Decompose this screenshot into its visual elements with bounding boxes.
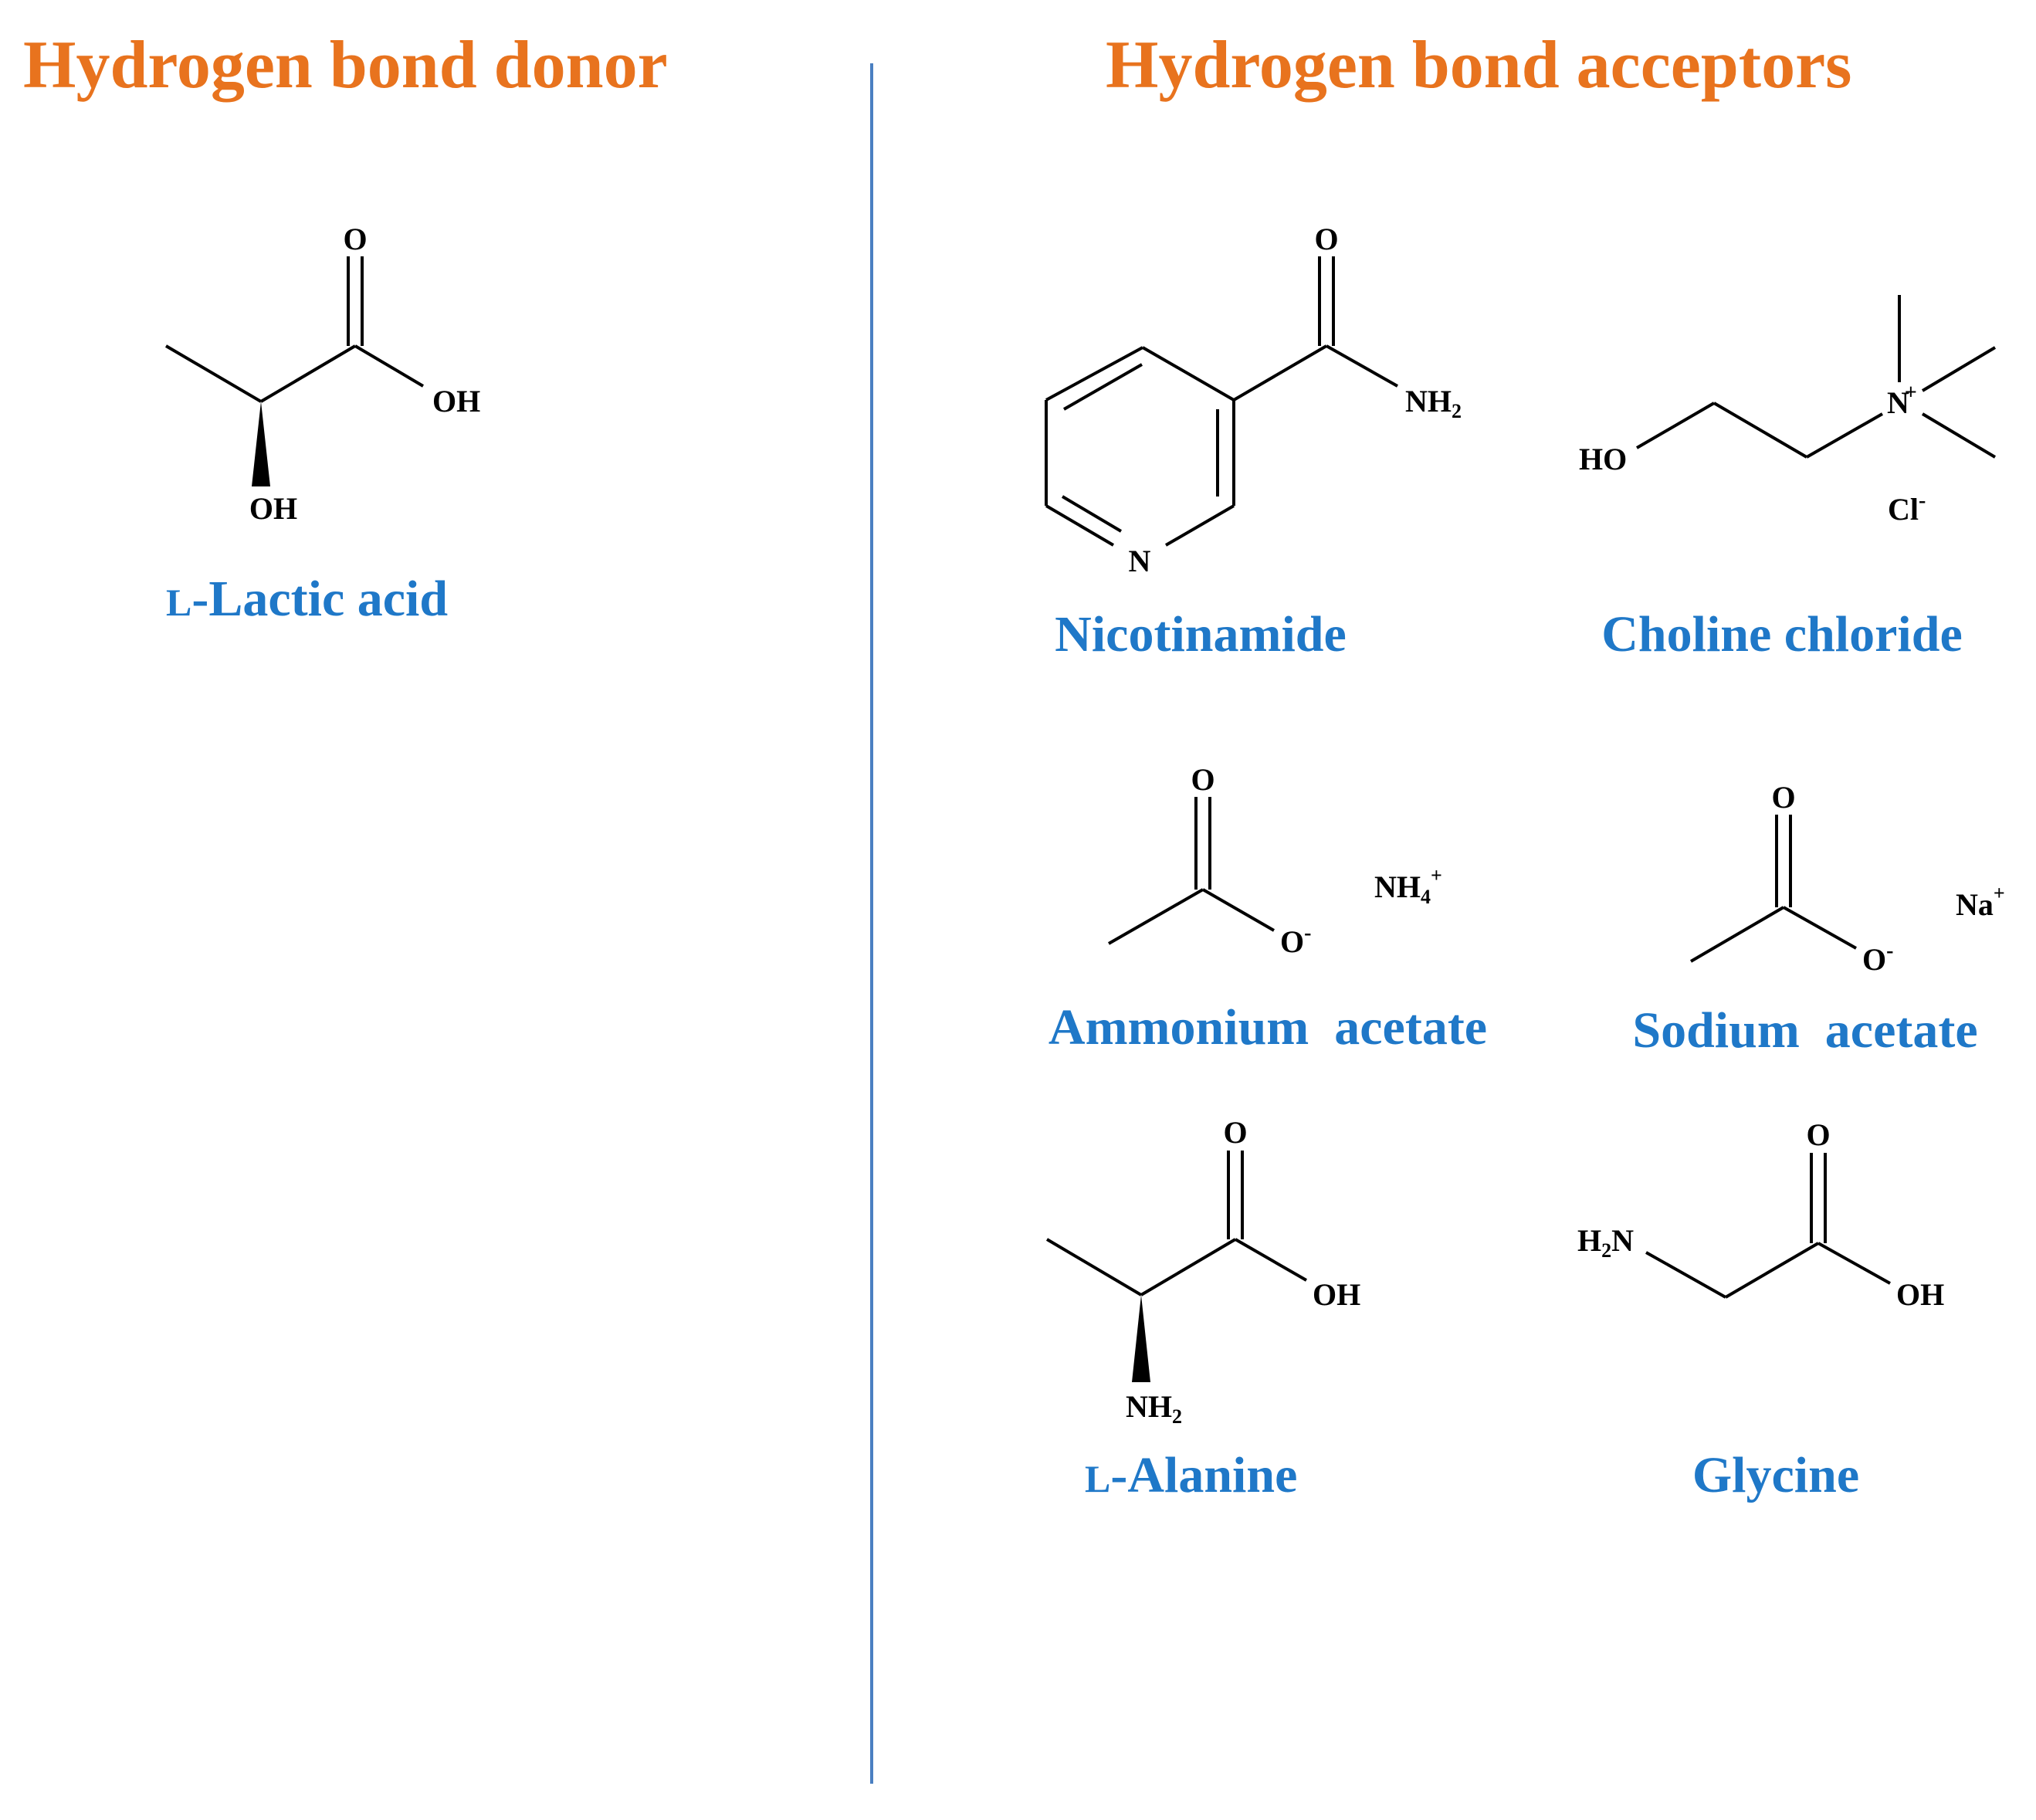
choline-n-label: N <box>1887 385 1909 420</box>
nic-ring-bond <box>1164 504 1235 547</box>
choline-cc-bond <box>1712 402 1808 459</box>
ammonium-acetate-caption: Ammonium acetate <box>1048 999 1487 1056</box>
amac-o-charge: - <box>1304 921 1311 945</box>
l-alanine-structure: O OH NH2 <box>1045 1115 1360 1428</box>
sodium-acetate-structure: O O- Na+ <box>1689 780 2005 977</box>
glycine-structure: O OH H2N <box>1577 1117 1944 1312</box>
ala-methyl-bond <box>1045 1238 1143 1296</box>
lactic-hydroxyl: OH <box>432 384 480 419</box>
gly-carbonyl-o: O <box>1806 1117 1830 1152</box>
choline-ho-bond <box>1635 402 1716 449</box>
gly-cc-bond <box>1724 1242 1820 1299</box>
ala-rest: -Alanine <box>1110 1447 1297 1503</box>
amac-co-single <box>1202 888 1275 932</box>
nic-ring-bond <box>1045 504 1115 547</box>
nicotinamide-structure: O NH2 N <box>1045 222 1462 578</box>
lactic-acid-caption: L-Lactic acid <box>166 571 448 627</box>
amac-o-label: O <box>1280 924 1304 959</box>
lactic-alpha-oh: OH <box>249 491 297 526</box>
choline-cl-charge: - <box>1919 489 1926 513</box>
gly-amine-sub: 2 <box>1601 1239 1611 1262</box>
nic-amide-n: NH2 <box>1405 384 1462 422</box>
nicotinamide-caption: Nicotinamide <box>1055 606 1347 663</box>
sodium-acetate-caption: Sodium acetate <box>1632 1002 1977 1059</box>
sodium-label: Na <box>1956 887 1994 922</box>
sodium-charge: + <box>1994 882 2005 904</box>
gly-amine-n: N <box>1611 1223 1634 1258</box>
nic-inner-double <box>1061 495 1123 533</box>
sodium-cation: Na+ <box>1956 882 2005 922</box>
nic-ring-bond <box>1045 346 1143 402</box>
amac-methyl-bond <box>1108 888 1204 945</box>
ala-prefix: L <box>1085 1457 1110 1500</box>
gly-amine: H2N <box>1577 1223 1634 1262</box>
amac-carbonyl-o: O <box>1191 762 1214 797</box>
nic-inner-double <box>1063 363 1143 411</box>
choline-chloride-caption: Choline chloride <box>1601 606 1963 663</box>
gly-c-oh-bond <box>1817 1242 1891 1285</box>
amac-carboxylate-o: O- <box>1280 921 1311 959</box>
ala-carbonyl-o: O <box>1223 1115 1247 1150</box>
nic-carbonyl-o: O <box>1314 222 1338 256</box>
ala-c-oh-bond <box>1235 1238 1307 1282</box>
choline-counter-ion: Cl- <box>1888 489 1926 527</box>
lactic-rest: -Lactic acid <box>191 571 448 627</box>
choline-methyl-bond <box>1921 412 1997 459</box>
choline-hydroxyl: HO <box>1579 442 1627 476</box>
naac-carboxylate-o: O- <box>1862 939 1893 977</box>
nic-amide-label: NH <box>1405 384 1452 419</box>
lactic-methyl-bond <box>164 344 263 403</box>
lactic-acid-structure: O OH OH <box>164 222 480 526</box>
naac-carbonyl-o: O <box>1771 780 1795 815</box>
nic-ring-amide-bond <box>1232 344 1328 402</box>
ammonium-acetate-structure: O O- NH4+ <box>1108 762 1442 959</box>
choline-n-charge: + <box>1905 381 1917 405</box>
ammonium-charge: + <box>1431 864 1442 886</box>
lactic-prefix: L <box>166 581 191 624</box>
choline-n: N+ <box>1887 381 1917 420</box>
choline-cn-bond <box>1806 412 1883 459</box>
ammonium-cation: NH4+ <box>1374 864 1442 908</box>
nic-ring-bond <box>1142 346 1235 402</box>
lactic-wedge-bond <box>252 402 270 486</box>
donor-heading: Hydrogen bond donor <box>23 28 668 103</box>
choline-chloride-structure: HO N+ Cl- <box>1579 295 1997 527</box>
nic-ring-n: N <box>1129 544 1151 578</box>
ala-amine: NH2 <box>1126 1389 1182 1428</box>
ammonium-label: NH <box>1374 869 1421 904</box>
ala-cc-bond <box>1140 1238 1237 1296</box>
ala-hydroxyl: OH <box>1313 1277 1360 1312</box>
l-alanine-caption: L-Alanine <box>1085 1447 1297 1503</box>
naac-methyl-bond <box>1689 906 1785 963</box>
acceptors-heading: Hydrogen bond acceptors <box>1106 28 1851 103</box>
lactic-c-oh-bond <box>354 344 425 388</box>
nic-amide-sub: 2 <box>1452 400 1462 422</box>
gly-hydroxyl: OH <box>1896 1277 1944 1312</box>
ala-amine-sub: 2 <box>1172 1405 1182 1428</box>
naac-o-label: O <box>1862 942 1886 977</box>
lactic-carbonyl-o: O <box>343 222 367 256</box>
ammonium-sub: 4 <box>1421 886 1431 908</box>
ala-wedge-bond <box>1132 1295 1150 1382</box>
gly-nc-bond <box>1645 1251 1726 1299</box>
glycine-caption: Glycine <box>1692 1447 1859 1503</box>
gly-amine-h: H <box>1577 1223 1601 1258</box>
lactic-cc-bond <box>259 344 357 403</box>
naac-co-single <box>1783 906 1857 950</box>
naac-o-charge: - <box>1886 939 1893 963</box>
ala-amine-label: NH <box>1126 1389 1172 1424</box>
nic-cn-bond <box>1326 344 1398 388</box>
choline-methyl-bond <box>1921 346 1997 392</box>
choline-cl-label: Cl <box>1888 492 1919 527</box>
